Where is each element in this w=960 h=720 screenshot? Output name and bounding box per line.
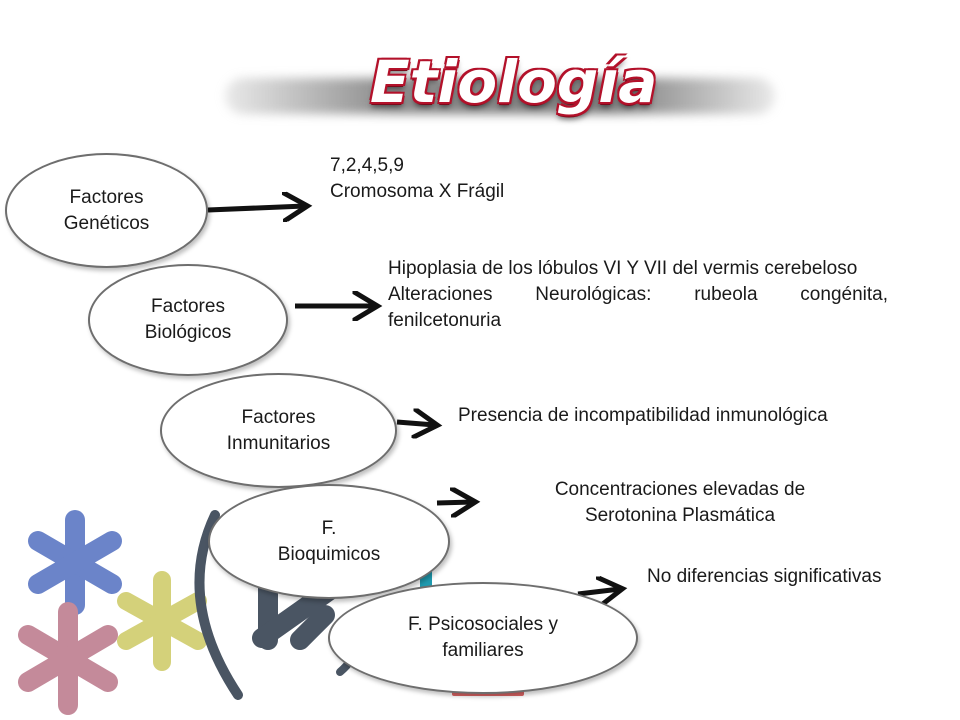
factor-bioquimicos-node: F. Bioquimicos <box>208 484 450 599</box>
factor-psicosociales-label: F. Psicosociales y familiares <box>408 614 558 661</box>
factor-bioquimicos-label: F. Bioquimicos <box>277 517 381 565</box>
factor-biologicos-label: Factores Biológicos <box>144 296 232 343</box>
biologicos-line-hipoplasia: Hipoplasia de los lóbulos VI Y VII del v… <box>388 258 858 279</box>
arrow-inmunitarios <box>396 422 435 425</box>
blue-asterisk-icon <box>28 510 122 615</box>
factor-psicosociales-node: F. Psicosociales y familiares <box>328 582 638 694</box>
factor-inmunitarios-node: Factores Inmunitarios <box>160 373 397 488</box>
factor-geneticos-node: Factores Genéticos <box>5 153 208 268</box>
biologicos-description: Hipoplasia de los lóbulos VI Y VII del v… <box>388 256 888 334</box>
factor-geneticos-label: Factores Genéticos <box>63 186 150 234</box>
geneticos-line-chromosomes: 7,2,4,5,9 <box>330 155 404 176</box>
arrow-geneticos <box>207 206 305 210</box>
pink-asterisk-icon <box>18 602 118 715</box>
geneticos-line-fragile-x: Cromosoma X Frágil <box>330 181 505 202</box>
factor-inmunitarios-label: Factores Inmunitarios <box>226 406 331 454</box>
yellow-asterisk-icon <box>117 571 207 671</box>
dark-arc-icon <box>194 510 243 700</box>
title-band <box>225 78 775 114</box>
inmunitarios-description: Presencia de incompatibilidad inmunológi… <box>458 405 828 426</box>
psicosociales-description: No diferencias significativas <box>647 566 882 587</box>
factor-biologicos-node: Factores Biológicos <box>88 264 288 376</box>
bioquimicos-description: Concentraciones elevadas de Serotonina P… <box>554 479 806 526</box>
arrow-bioquimicos <box>436 502 473 503</box>
biologicos-line-alteraciones: Alteraciones Neurológicas: rubeola congé… <box>388 284 888 331</box>
geneticos-description: 7,2,4,5,9 Cromosoma X Frágil <box>330 153 630 205</box>
page-title: Etiología <box>370 48 658 116</box>
arrow-psicosociales <box>577 589 620 594</box>
